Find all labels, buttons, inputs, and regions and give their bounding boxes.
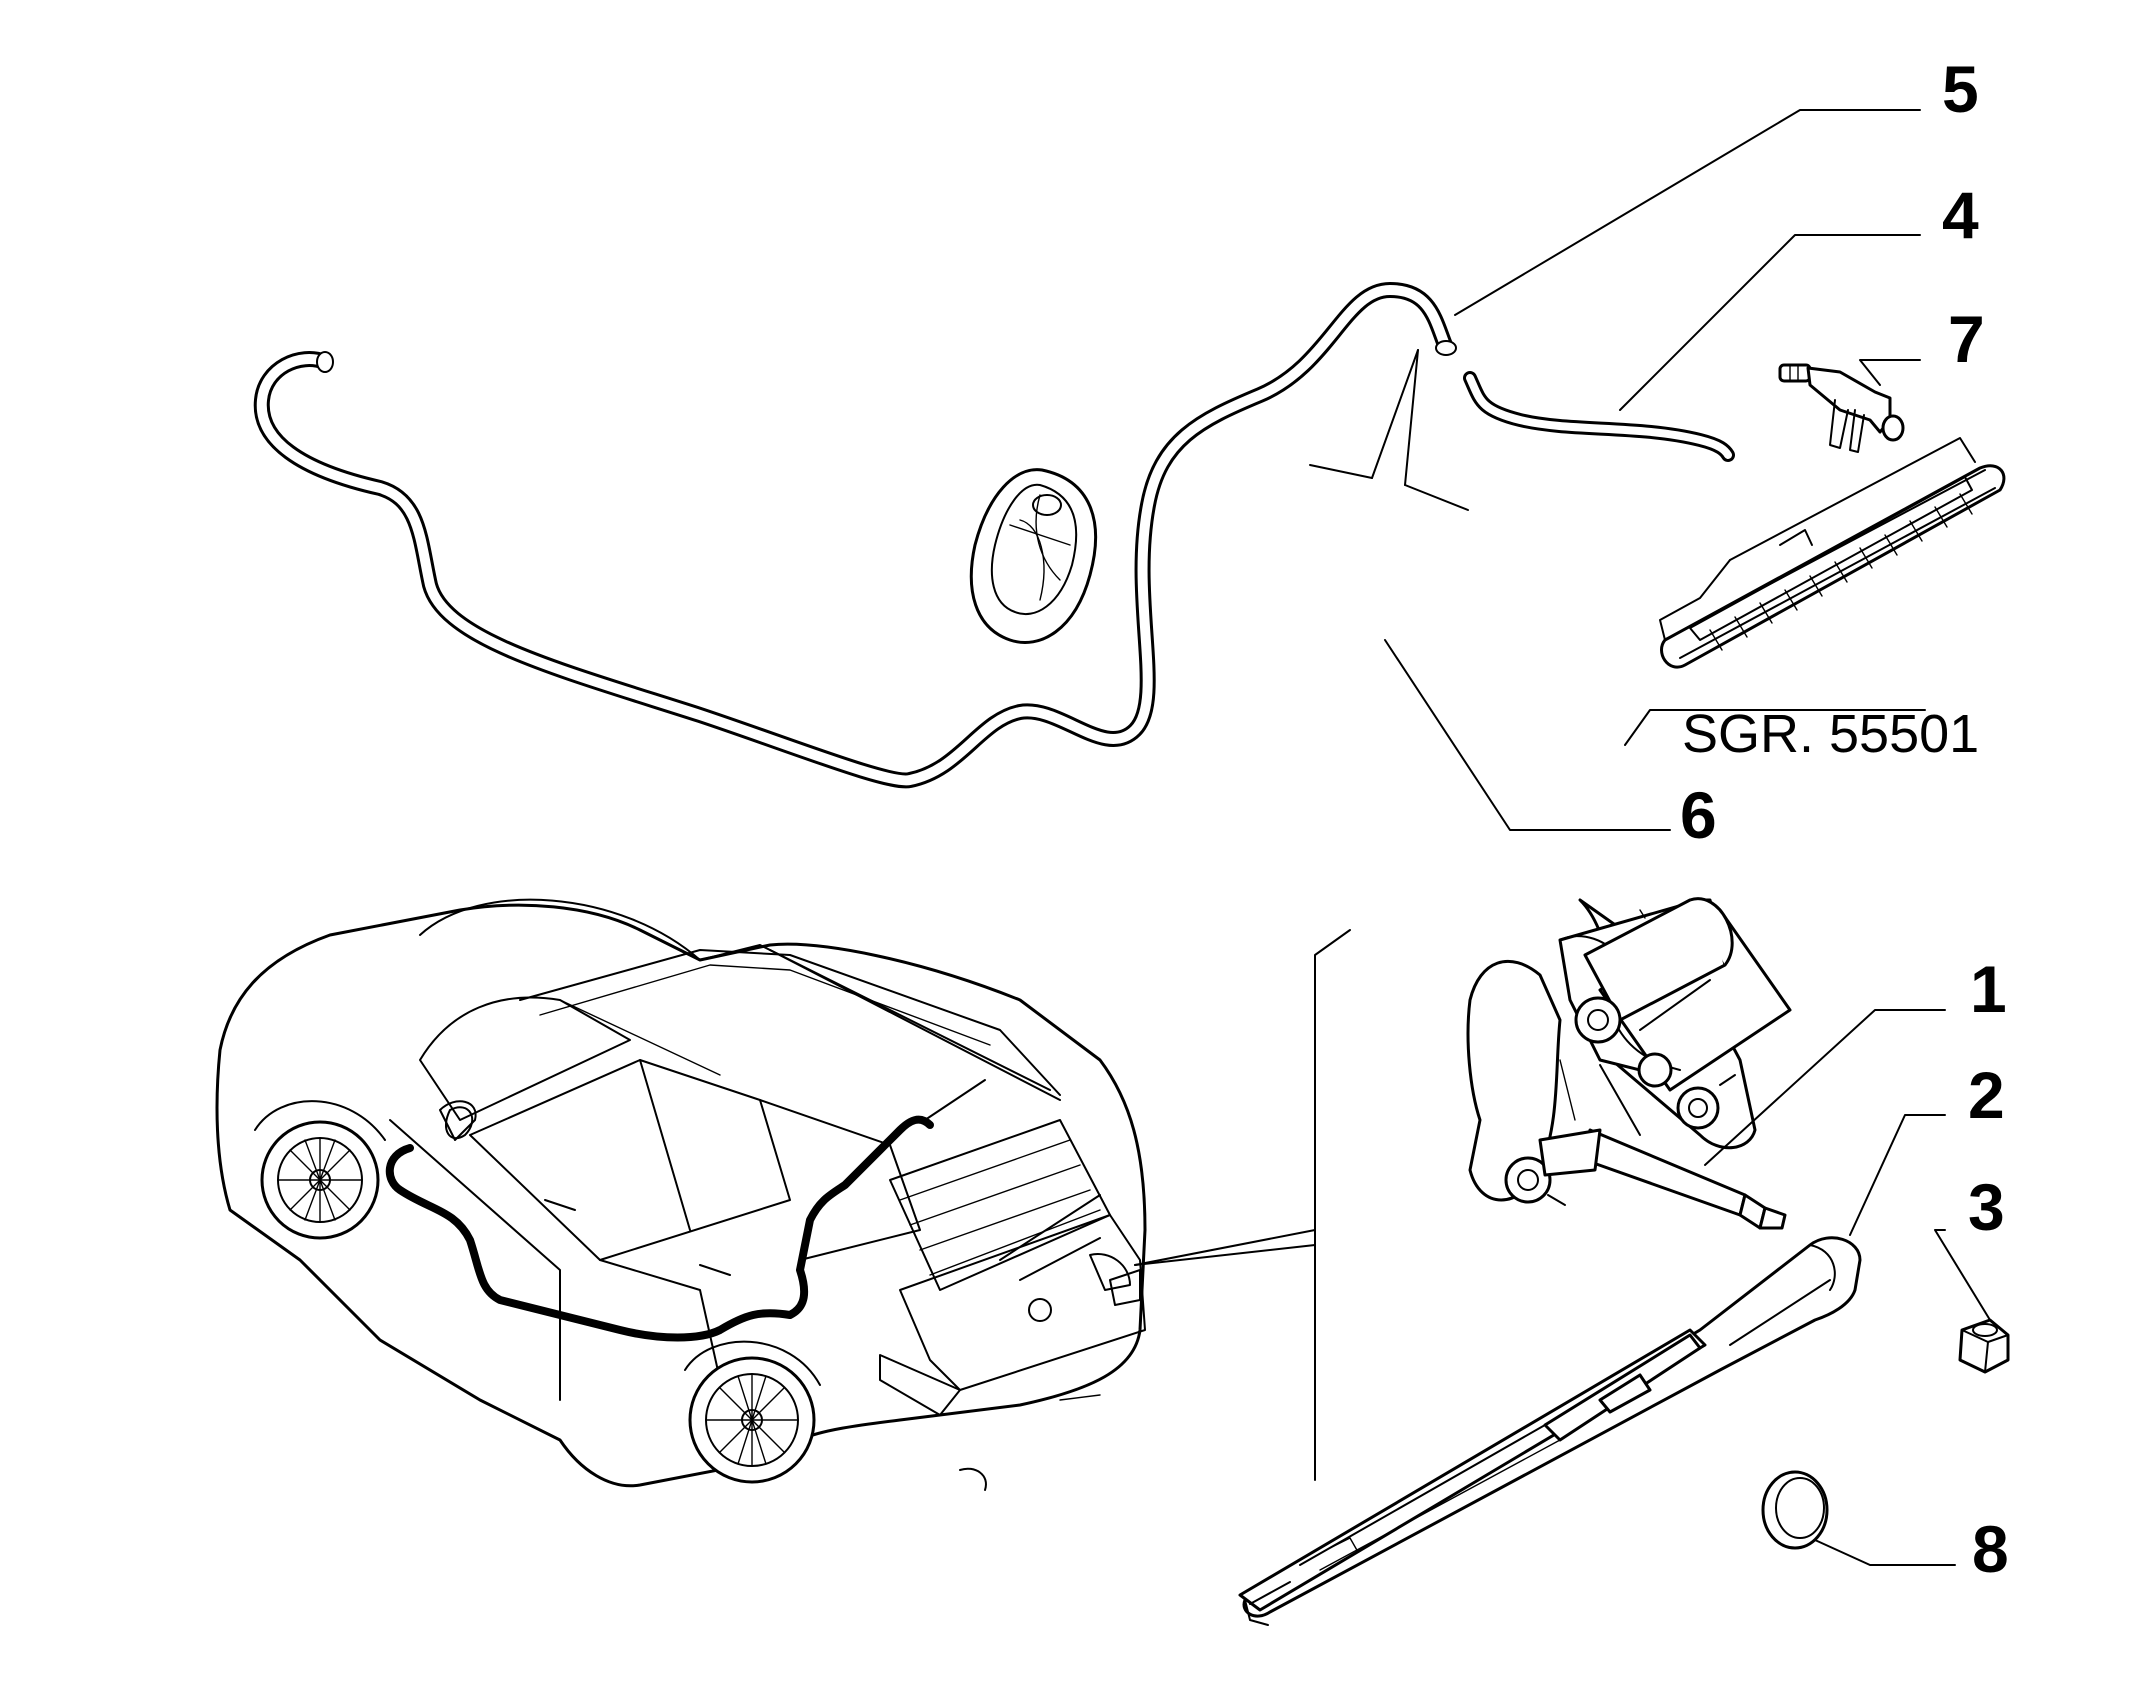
washer-hose-long (253, 282, 1457, 789)
callout-2: 2 (1968, 1058, 2005, 1132)
washer-nozzle (1778, 363, 1905, 453)
wiper-motor (1466, 897, 1792, 1230)
callout-8: 8 (1972, 1512, 2009, 1586)
callout-labels: 5 4 7 6 1 2 3 8 SGR. 55501 (1680, 52, 2009, 1586)
callout-6: 6 (1680, 778, 1717, 852)
callout-7: 7 (1948, 302, 1985, 376)
ref-underline-leader (1624, 709, 1926, 746)
callout-4: 4 (1942, 178, 1979, 252)
grommet-part (969, 468, 1098, 644)
callout-5: 5 (1942, 52, 1979, 126)
washer-harness-route (385, 1079, 986, 1342)
cutout-marker (1309, 349, 1469, 511)
washer-hose-short (1463, 371, 1735, 462)
group-bracket (1134, 929, 1351, 1481)
cap-part (1761, 1470, 1829, 1550)
car-overview (215, 898, 1147, 1491)
reference-label: SGR. 55501 (1682, 704, 1979, 764)
nut-part (1958, 1318, 2010, 1374)
leader-lines (1384, 109, 1991, 1566)
brake-light-assembly (1659, 437, 2006, 669)
callout-3: 3 (1968, 1170, 2005, 1244)
wiper-arm-blade (1238, 1236, 1862, 1626)
callout-1: 1 (1970, 952, 2007, 1026)
